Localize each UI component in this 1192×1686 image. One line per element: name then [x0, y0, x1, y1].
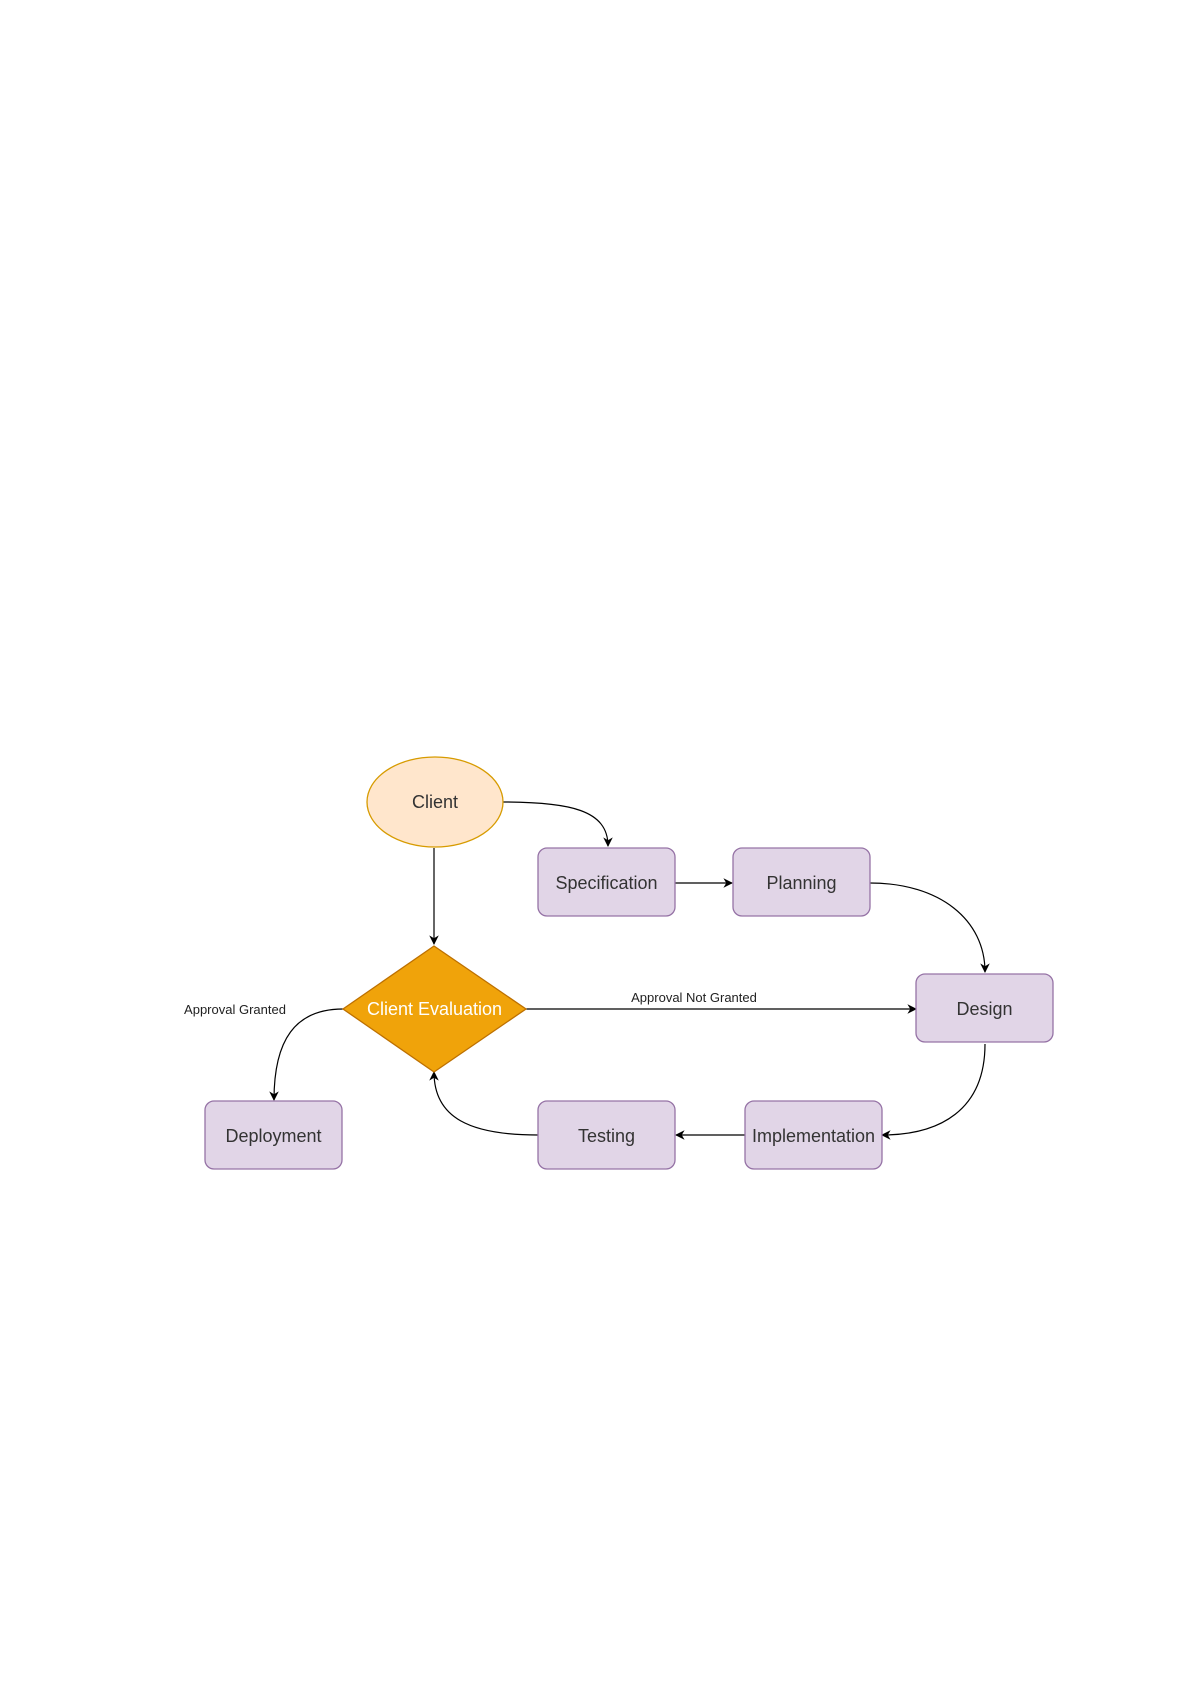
specification-label: Specification [555, 873, 657, 893]
node-planning[interactable]: Planning [732, 847, 871, 917]
node-client-evaluation[interactable]: Client Evaluation [341, 945, 528, 1073]
edge-label-approval-granted: Approval Granted [184, 1002, 286, 1017]
deployment-label: Deployment [225, 1126, 321, 1146]
implementation-box [744, 1100, 883, 1170]
design-label: Design [956, 999, 1012, 1019]
implementation-label: Implementation [752, 1126, 875, 1146]
edge-client-evaluation-to-deployment [269, 1008, 344, 1101]
edge-design-to-implementation [881, 1043, 986, 1140]
node-client[interactable]: Client [366, 756, 504, 848]
node-specification[interactable]: Specification [537, 847, 676, 917]
edge-planning-to-design [869, 882, 990, 973]
node-deployment[interactable]: Deployment [204, 1100, 343, 1170]
planning-box [732, 847, 871, 917]
client-evaluation-diamond [341, 945, 528, 1073]
testing-label: Testing [578, 1126, 635, 1146]
node-implementation[interactable]: Implementation [744, 1100, 883, 1170]
edges [269, 801, 990, 1140]
deployment-box [204, 1100, 343, 1170]
client-evaluation-label: Client Evaluation [367, 999, 502, 1019]
design-box [915, 973, 1054, 1043]
node-design[interactable]: Design [915, 973, 1054, 1043]
client-ellipse [366, 756, 504, 848]
edge-testing-to-client-evaluation [429, 1071, 539, 1136]
edge-client-to-specification [501, 801, 613, 847]
node-testing[interactable]: Testing [537, 1100, 676, 1170]
specification-box [537, 847, 676, 917]
client-label: Client [412, 792, 458, 812]
planning-label: Planning [766, 873, 836, 893]
edge-label-approval-not-granted: Approval Not Granted [631, 990, 757, 1005]
testing-box [537, 1100, 676, 1170]
